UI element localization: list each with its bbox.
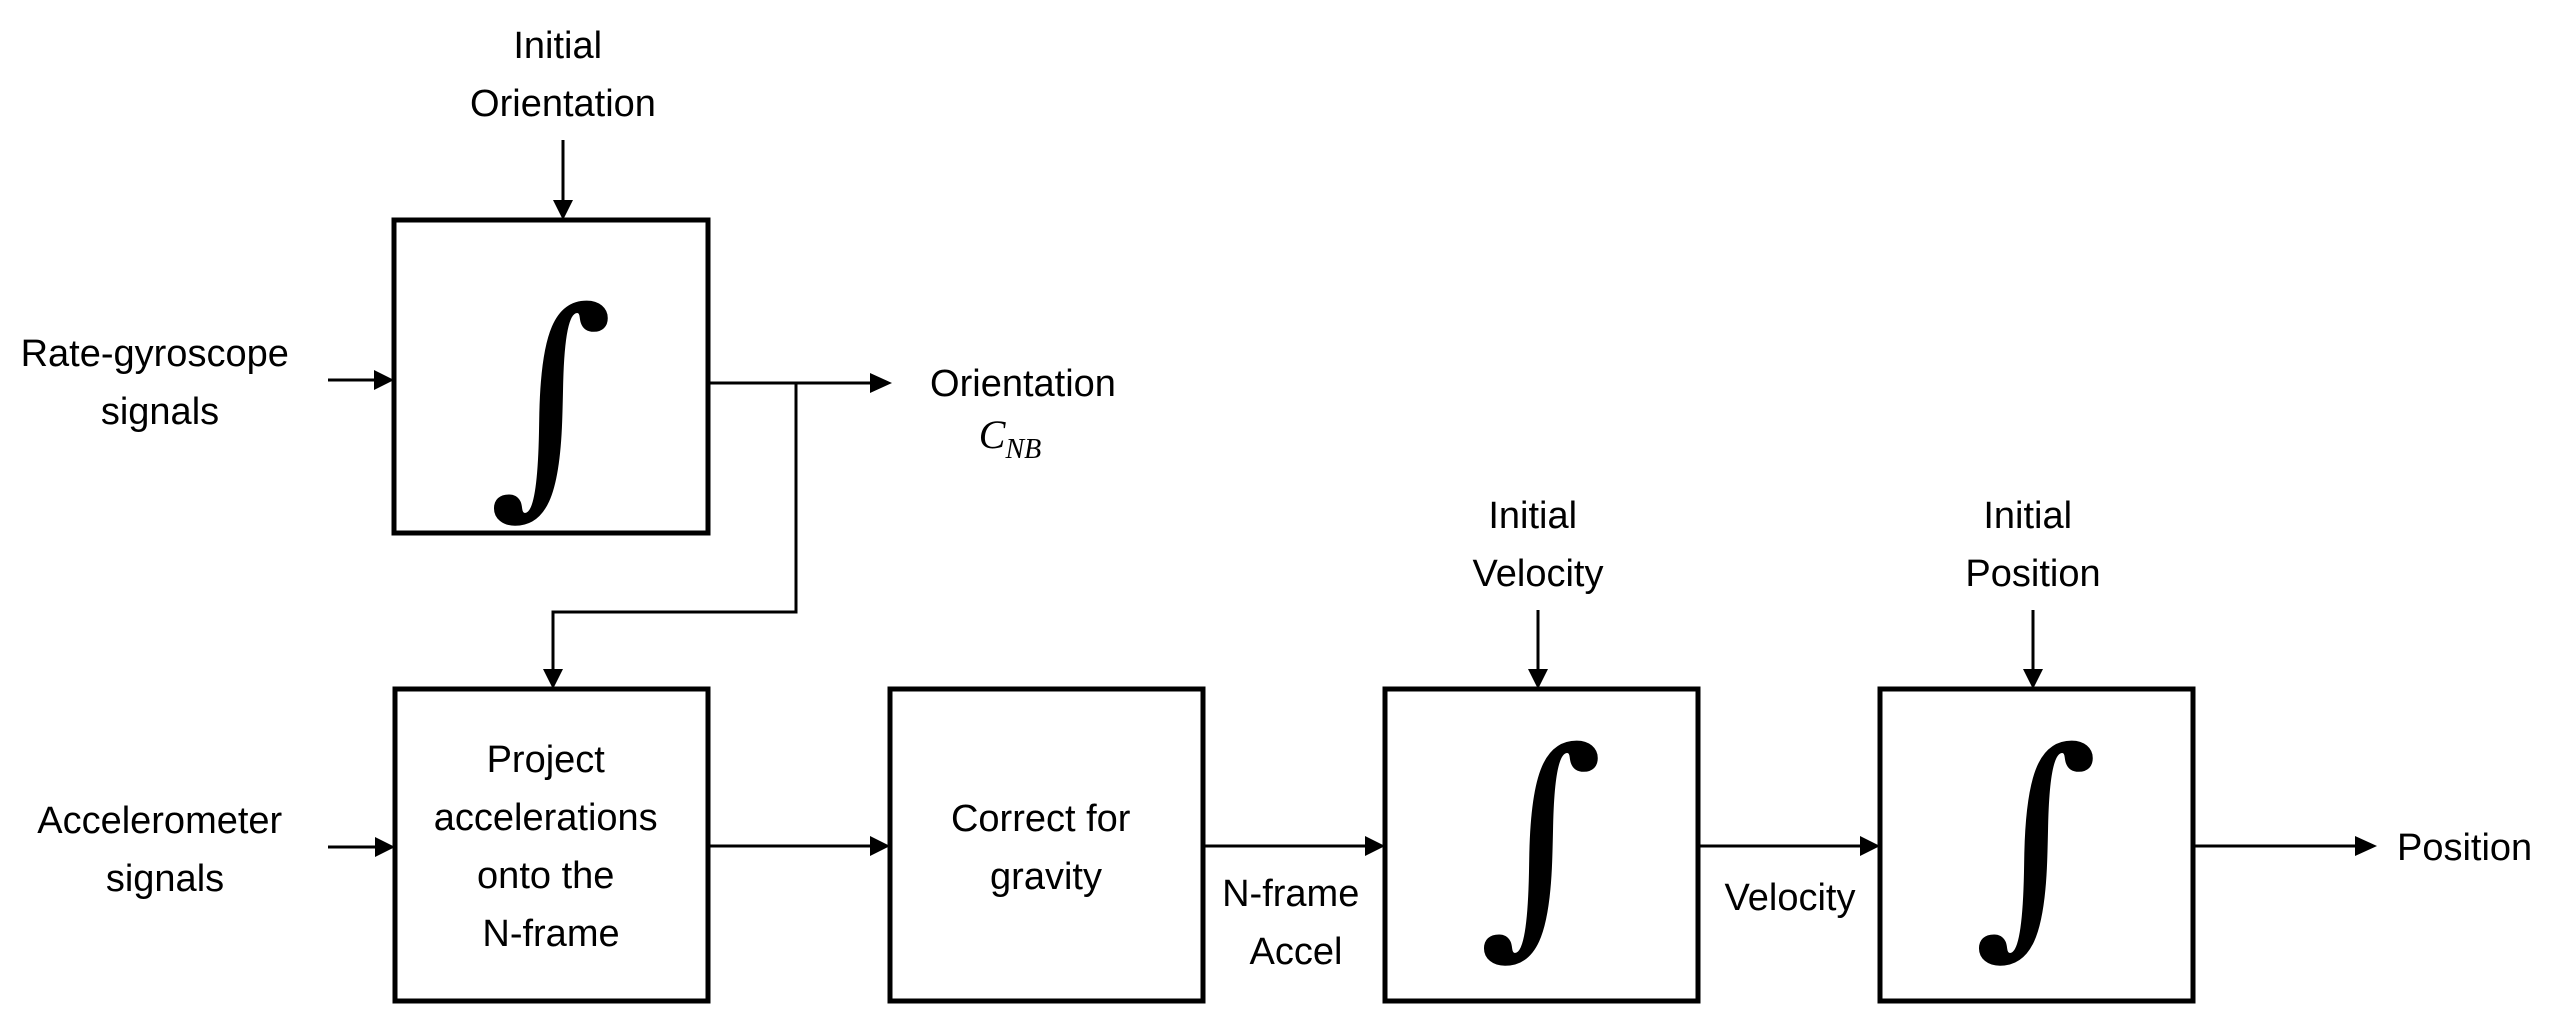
position-integrator-block: ∫ [1877, 686, 2196, 1004]
position-output-label: Position [2397, 827, 2532, 869]
initial-velocity-arrow [1528, 610, 1548, 689]
project-label-line2: accelerations [434, 797, 658, 839]
rate-gyro-label: Rate-gyroscope signals [21, 333, 300, 433]
orientation-output-label: Orientation [930, 363, 1116, 405]
rate-gyro-arrow [328, 370, 394, 390]
svg-text:Correct for gravity: Correct for gravity [951, 798, 1141, 898]
orientation-feedback-arrow [543, 383, 798, 689]
accelerometer-arrow [328, 837, 395, 857]
gravity-to-velocity-integrator-arrow [1203, 836, 1385, 856]
initial-velocity-label: Initial Velocity [1473, 495, 1604, 595]
project-to-gravity-arrow [708, 836, 890, 856]
velocity-integrator-block: ∫ [1382, 686, 1701, 1004]
gyro-integral-symbol: ∫ [488, 259, 613, 539]
orientation-output-arrow [708, 373, 892, 393]
position-output-arrow [2193, 836, 2377, 856]
project-label-line1: Project [487, 739, 606, 781]
velocity-to-position-integrator-arrow [1698, 836, 1880, 856]
initial-position-arrow [2023, 610, 2043, 689]
position-integral-symbol: ∫ [1973, 699, 2098, 979]
project-label-line4: N-frame [482, 913, 619, 955]
nframe-accel-label: N-frame Accel [1222, 873, 1370, 973]
initial-position-label: Initial Position [1965, 495, 2100, 595]
initial-orientation-arrow [553, 140, 573, 220]
velocity-label: Velocity [1725, 877, 1856, 919]
velocity-integral-symbol: ∫ [1478, 699, 1603, 979]
gyro-integrator-block: ∫ [391, 217, 711, 539]
svg-text:Project accelerations: Project accelerations onto the N-frame [434, 739, 668, 955]
gravity-correction-block: Correct for gravity [887, 686, 1206, 1004]
accelerometer-label: Accelerometer signals [37, 800, 293, 900]
project-label-line3: onto the [477, 855, 614, 897]
gravity-label-line2: gravity [990, 856, 1102, 898]
cnb-symbol: CNB [979, 412, 1041, 465]
gravity-label-line1: Correct for [951, 798, 1131, 840]
project-accelerations-block: Project accelerations onto the N-frame [392, 686, 711, 1004]
initial-orientation-label: Initial Orientation [470, 25, 656, 125]
